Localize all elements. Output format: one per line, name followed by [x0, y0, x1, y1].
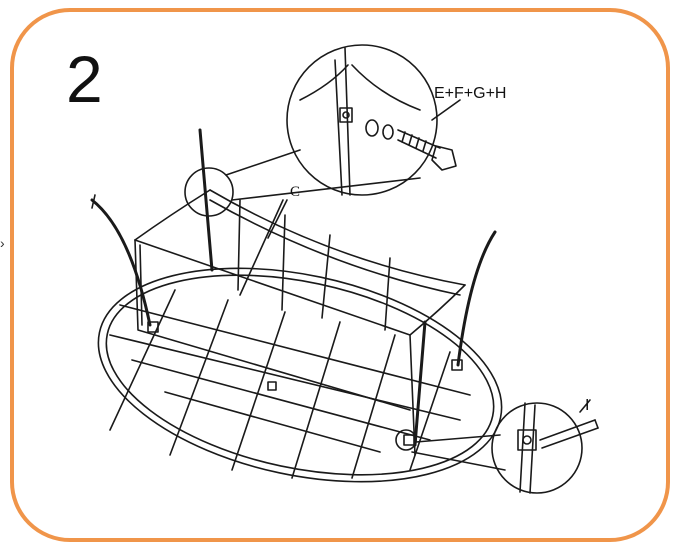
- base-frame: [90, 128, 497, 456]
- table-top: [97, 267, 503, 483]
- chevron-right-icon: ›: [0, 235, 5, 251]
- part-i-label: I: [585, 397, 589, 414]
- callout-bottom: [395, 399, 599, 494]
- callout-top: [184, 44, 461, 217]
- callout-c: [239, 199, 288, 296]
- step-frame: [10, 8, 670, 542]
- part-c-label: C: [290, 184, 300, 200]
- hardware-label: E+F+G+H: [434, 85, 506, 102]
- step-number: 2: [66, 42, 103, 116]
